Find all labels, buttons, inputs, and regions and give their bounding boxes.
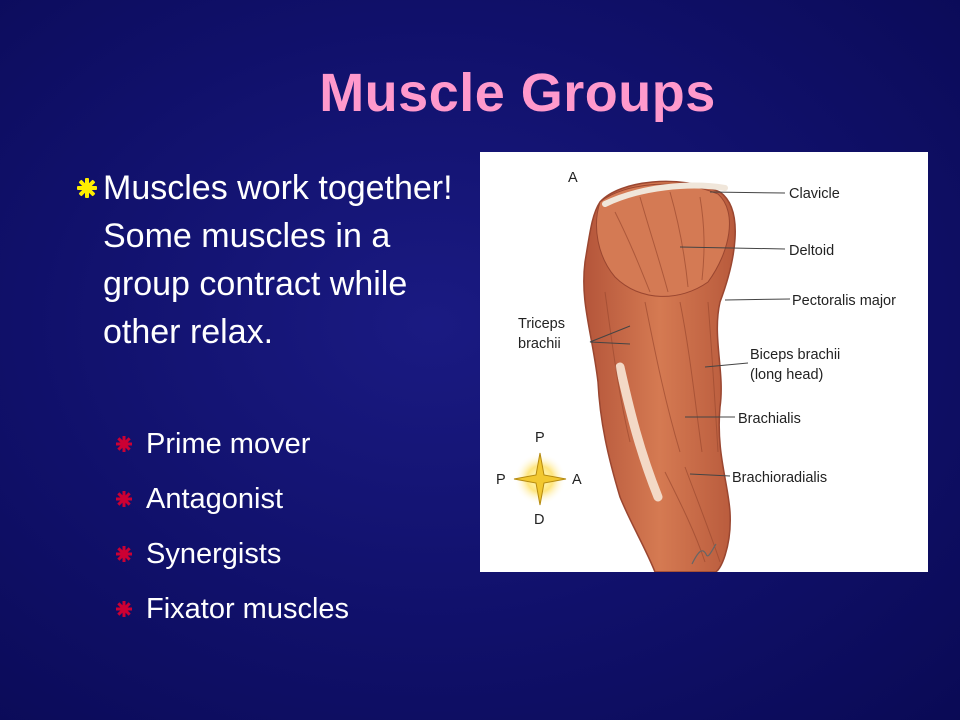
label-brachialis: Brachialis [738,411,801,427]
slide-title: Muscle Groups [319,63,716,123]
compass-left-label: P [496,472,506,488]
label-brachioradialis: Brachioradialis [732,470,827,486]
list-item: Fixator muscles [116,589,349,644]
label-pectoralis: Pectoralis major [792,293,896,309]
compass-bottom-label: D [534,512,544,528]
list-item: Prime mover [116,424,349,479]
label-triceps-line1: Triceps [518,316,565,332]
label-biceps-line2: (long head) [750,367,823,383]
leader-lines [589,191,791,477]
label-clavicle: Clavicle [789,186,840,202]
artist-signature [691,543,717,565]
clavicle-shape [602,182,728,207]
list-item: Synergists [116,534,349,589]
star-bullet-icon [116,546,132,562]
arm-muscle-diagram: A Clavicle Deltoid Pectoralis major Tric… [480,152,928,572]
compass-icon [513,452,567,506]
sub-bullet-label: Antagonist [146,483,284,515]
sub-bullet-list: Prime mover Antagonist Synergists Fixato… [116,424,349,644]
compass-right-label: A [572,472,582,488]
sub-bullet-label: Fixator muscles [146,593,350,625]
list-item: Antagonist [116,479,349,534]
main-bullet-text: Muscles work together! Some muscles in a… [103,169,453,351]
star-bullet-icon [77,178,97,198]
compass-top-label: P [535,430,545,446]
sub-bullet-label: Prime mover [146,428,311,460]
star-bullet-icon [116,491,132,507]
star-bullet-icon [116,436,132,452]
muscle-fibers [604,191,721,563]
panel-letter: A [568,170,578,186]
sub-bullet-label: Synergists [146,538,282,570]
label-triceps-line2: brachii [518,336,561,352]
arm-muscle-illustration: A Clavicle Deltoid Pectoralis major Tric… [496,170,896,572]
label-biceps-line1: Biceps brachii [750,347,840,363]
tendon-shape [615,362,663,502]
label-deltoid: Deltoid [789,243,834,259]
star-bullet-icon [116,601,132,617]
